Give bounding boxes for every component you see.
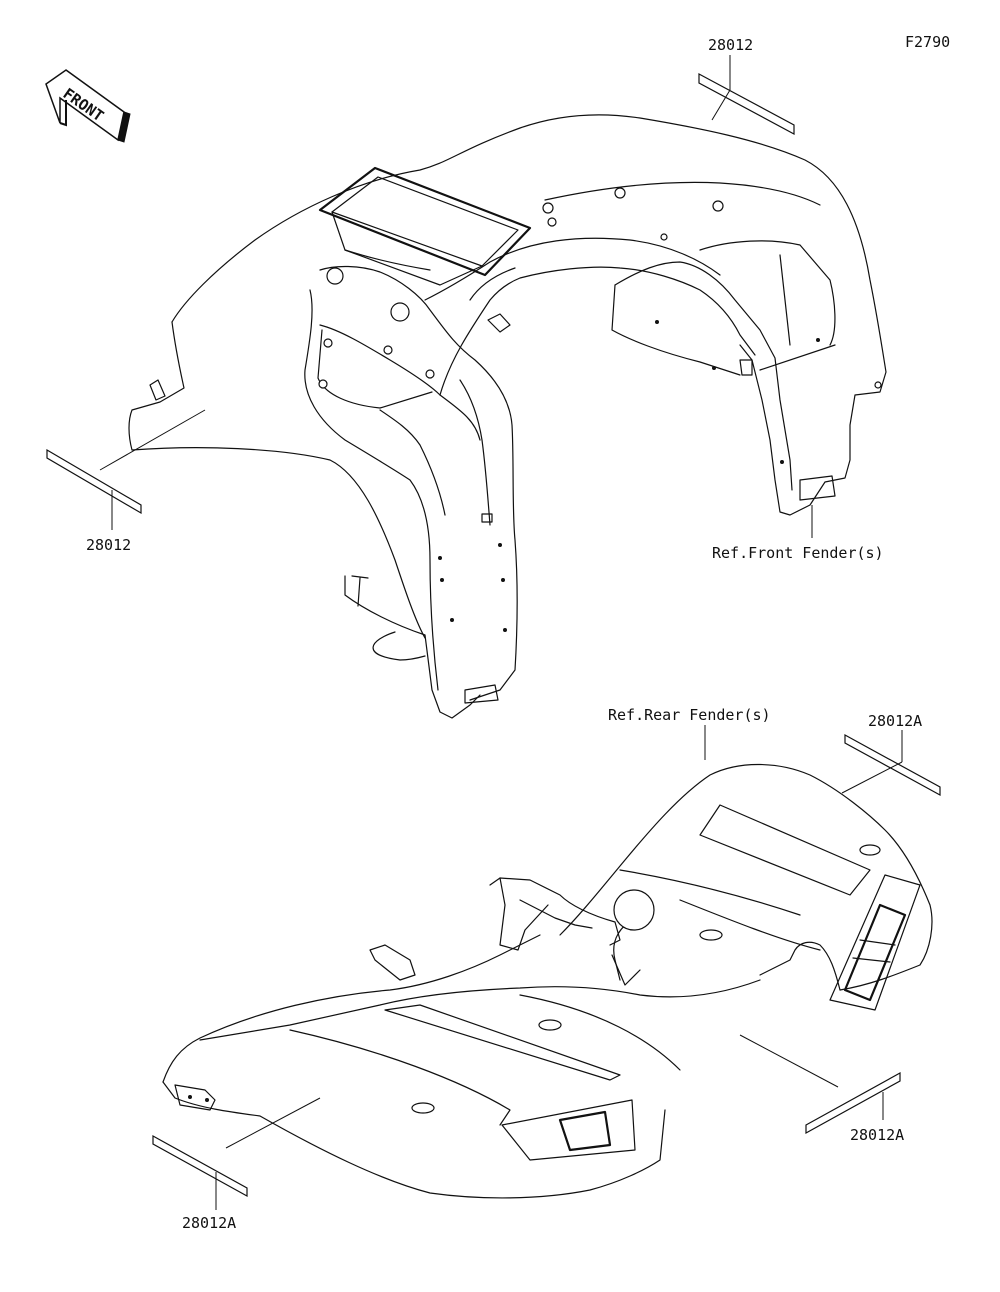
- label-28012a-top-right: 28012A: [868, 712, 922, 730]
- label-ref-front-fender: Ref.Front Fender(s): [712, 544, 884, 562]
- decal-28012a-bottom-right: [805, 1071, 901, 1135]
- decal-28012a-top-right: [844, 733, 941, 797]
- front-fender-outline: [128, 114, 887, 719]
- figure-code: F2790: [905, 33, 950, 51]
- decal-28012-top: [698, 72, 795, 136]
- decal-28012-left: [46, 448, 142, 515]
- decal-28012a-bottom-left: [152, 1134, 248, 1198]
- label-28012a-bottom-left: 28012A: [182, 1214, 236, 1232]
- front-direction-badge: FRONT: [45, 69, 131, 143]
- label-28012-top: 28012: [708, 36, 753, 54]
- label-ref-rear-fender: Ref.Rear Fender(s): [608, 706, 771, 724]
- label-28012a-bottom-right: 28012A: [850, 1126, 904, 1144]
- rear-fender-outline: [162, 763, 933, 1199]
- label-28012-left: 28012: [86, 536, 131, 554]
